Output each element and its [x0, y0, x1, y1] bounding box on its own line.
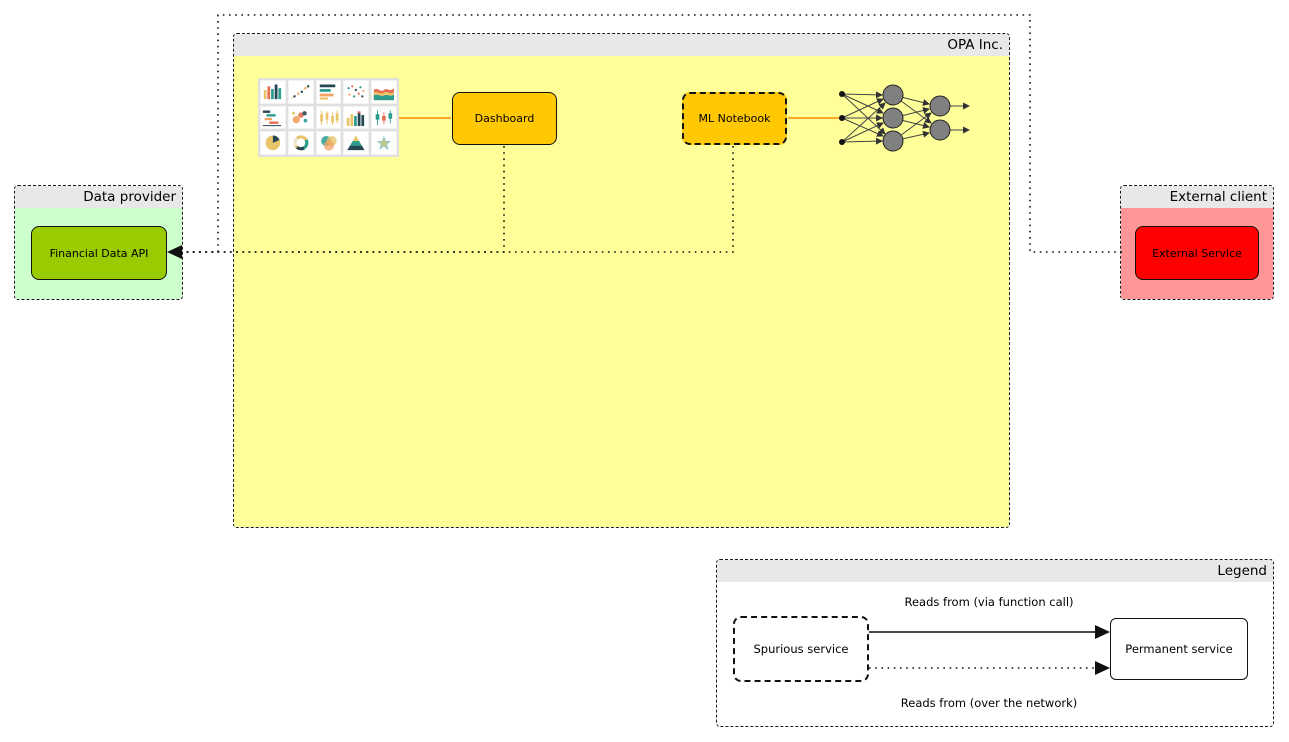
bubble-chart-icon [287, 105, 314, 130]
financial-data-api-node: Financial Data API [31, 226, 167, 280]
legend-permanent-service-node: Permanent service [1110, 618, 1248, 680]
ml-notebook-node: ML Notebook [682, 92, 787, 145]
radar-chart-icon [371, 131, 397, 155]
external-client-title: External client [1121, 186, 1273, 208]
gantt-chart-icon [260, 105, 286, 130]
opa-inc-title: OPA Inc. [234, 34, 1009, 56]
legend-spurious-service-node: Spurious service [733, 616, 869, 682]
area-chart-icon [371, 80, 397, 104]
grouped-bar-chart-icon [343, 105, 370, 130]
legend-dotted-edge-label: Reads from (over the network) [900, 696, 1078, 710]
external-service-node: External Service [1135, 226, 1259, 280]
boxplot-chart-icon [371, 105, 397, 130]
venn-chart-icon [315, 131, 342, 155]
data-provider-title: Data provider [15, 186, 182, 208]
scatter-chart-icon [343, 80, 370, 104]
pie-chart-icon [260, 131, 286, 155]
donut-chart-icon [287, 131, 314, 155]
legend-solid-edge-label: Reads from (via function call) [904, 595, 1074, 609]
candlestick-chart-icon [315, 105, 342, 130]
hbar-chart-icon [315, 80, 342, 104]
pyramid-chart-icon [343, 131, 370, 155]
trend-scatter-chart-icon [287, 80, 314, 104]
dashboard-node: Dashboard [452, 92, 557, 145]
legend-title: Legend [717, 560, 1273, 582]
chart-gallery-icon [258, 78, 399, 157]
bar-chart-icon [260, 80, 286, 104]
